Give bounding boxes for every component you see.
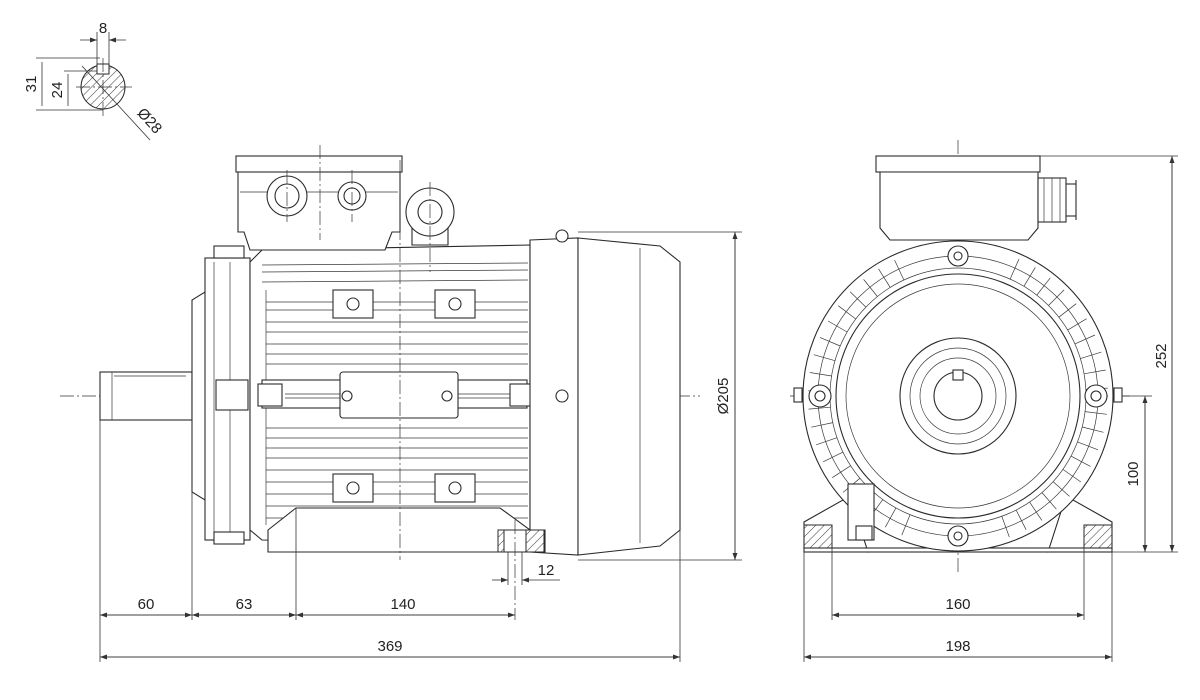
cooling-fin: [1052, 481, 1070, 497]
dim-flange-to-hole: 63: [236, 596, 253, 613]
dim-overall-length: 369: [377, 638, 402, 655]
dim-base-width: 198: [945, 638, 970, 655]
dim-foot-hole-width: 12: [538, 562, 555, 579]
dim-shaft-center-height: 100: [1125, 461, 1142, 486]
cooling-fin: [878, 268, 891, 288]
cooling-fin: [809, 372, 832, 377]
dim-shaft-length: 60: [138, 596, 155, 613]
cooling-fin: [808, 406, 831, 410]
cooling-fin: [813, 354, 836, 362]
cooling-fin: [1077, 441, 1099, 451]
cooling-fin: [1001, 516, 1010, 538]
cooling-fin: [901, 514, 911, 536]
cooling-fin: [1041, 492, 1057, 510]
cooling-fin: [811, 422, 833, 428]
cooling-fin: [823, 451, 844, 463]
dim-overall-height: 252: [1153, 343, 1170, 368]
cooling-fin: [819, 337, 841, 347]
cooling-fin: [832, 465, 851, 478]
fan-end-shield: [529, 237, 579, 556]
cooling-fin: [1036, 277, 1051, 296]
dim-shaft-height: 31: [23, 76, 40, 93]
cooling-fin: [1082, 426, 1104, 433]
cooling-fin: [827, 320, 848, 333]
cooling-fin: [1080, 351, 1102, 359]
cooling-fin: [884, 507, 897, 528]
cooling-fin: [1058, 303, 1077, 318]
cooling-fin: [1015, 509, 1027, 530]
dim-shaft-diameter: Ø28: [134, 105, 166, 137]
cooling-fin: [1023, 267, 1036, 287]
dim-shaft-inner-height: 24: [49, 82, 66, 99]
cooling-fin: [1070, 455, 1091, 467]
shaft-section-detail: 8 31 24 Ø28: [23, 20, 166, 141]
cooling-fin: [1009, 258, 1020, 280]
cooling-fin: [1067, 318, 1087, 331]
terminal-box-end: [875, 155, 1041, 173]
dim-key-width: 8: [99, 20, 107, 37]
cooling-fin: [816, 437, 838, 446]
nameplate: [339, 371, 459, 419]
dim-foot-hole-spacing-end: 160: [945, 596, 970, 613]
dim-foot-hole-spacing-side: 140: [390, 596, 415, 613]
side-view: 12 60 63 140 369 Ø205: [60, 145, 742, 662]
fan-cover: [577, 237, 681, 556]
dim-body-diameter: Ø205: [715, 378, 732, 415]
cooling-fin: [849, 291, 867, 308]
terminal-box: [237, 159, 401, 251]
cooling-fin: [1048, 289, 1065, 306]
cooling-fin: [1084, 369, 1106, 375]
cooling-fin: [1084, 411, 1107, 415]
cooling-fin: [837, 305, 857, 320]
end-view: 160 198 252 100: [790, 140, 1178, 662]
cooling-fin: [863, 279, 878, 297]
shaft: [99, 371, 193, 421]
cooling-fin: [1074, 334, 1096, 345]
cooling-fin: [1029, 501, 1043, 521]
cooling-fin: [894, 259, 905, 281]
cooling-fin: [1062, 469, 1082, 483]
